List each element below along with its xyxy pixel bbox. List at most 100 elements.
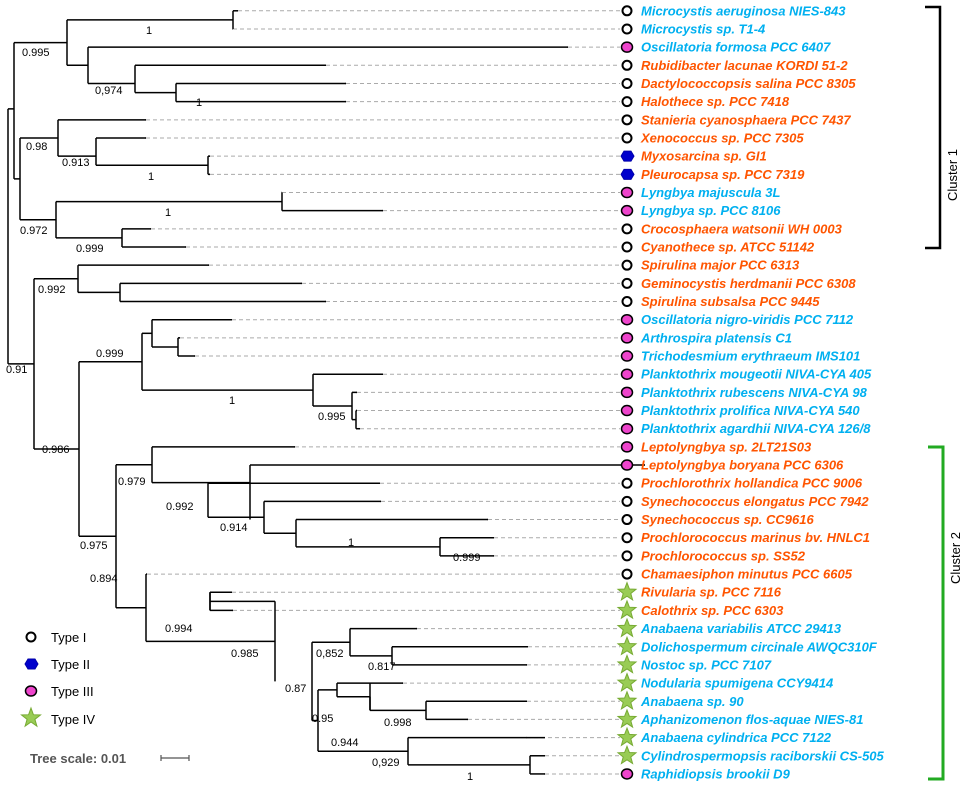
type-i-marker bbox=[621, 132, 633, 144]
taxon-label: Aphanizomenon flos-aquae NIES-81 bbox=[640, 712, 863, 727]
taxon-label: Planktothrix mougeotii NIVA-CYA 405 bbox=[641, 367, 872, 382]
type-iv-marker bbox=[616, 653, 638, 674]
type-iv-marker bbox=[616, 617, 638, 638]
support-values: 10.9950,97410.980.913110.9720.9990.9920.… bbox=[6, 25, 481, 783]
taxon-label: Dactylococcopsis salina PCC 8305 bbox=[641, 76, 856, 91]
type-iv-marker bbox=[616, 708, 638, 729]
support-value: 0.995 bbox=[22, 47, 50, 59]
legend-label-type-iii: Type III bbox=[51, 684, 94, 699]
type-iii-marker bbox=[620, 350, 634, 362]
taxon-label: Rivularia sp. PCC 7116 bbox=[641, 585, 782, 600]
taxon-label: Arthrospira platensis C1 bbox=[640, 330, 792, 345]
cluster-2-label: Cluster 2 bbox=[948, 532, 963, 584]
support-value: 0,974 bbox=[95, 85, 123, 97]
type-iii-marker bbox=[620, 422, 634, 435]
support-value: 0.98 bbox=[26, 141, 47, 153]
support-value: 1 bbox=[229, 395, 235, 407]
type-i-marker bbox=[621, 223, 633, 235]
taxon-label: Cyanothece sp. ATCC 51142 bbox=[641, 240, 815, 255]
taxon-label: Spirulina major PCC 6313 bbox=[641, 258, 800, 273]
support-value: 1 bbox=[146, 25, 152, 37]
type-iv-marker bbox=[616, 635, 638, 656]
tree-scale: Tree scale: 0.01 bbox=[30, 751, 190, 766]
cluster-1-label: Cluster 1 bbox=[945, 149, 960, 201]
taxon-label: Myxosarcina sp. GI1 bbox=[641, 149, 767, 164]
taxon-labels: Microcystis aeruginosa NIES-843Microcyst… bbox=[640, 3, 885, 781]
taxon-label: Crocosphaera watsonii WH 0003 bbox=[641, 221, 843, 236]
taxon-label: Microcystis sp. T1-4 bbox=[641, 21, 766, 36]
taxon-label: Anabaena sp. 90 bbox=[640, 694, 744, 709]
type-i-marker bbox=[621, 568, 633, 580]
type-i-marker bbox=[621, 77, 633, 89]
taxon-label: Anabaena variabilis ATCC 29413 bbox=[640, 621, 842, 636]
cluster-1-bracket: Cluster 1 bbox=[925, 5, 960, 250]
support-value: 1 bbox=[348, 537, 354, 549]
support-value: 0.999 bbox=[76, 243, 104, 255]
support-value: 0.986 bbox=[42, 444, 70, 456]
taxon-label: Stanieria cyanosphaera PCC 7437 bbox=[641, 112, 851, 127]
taxon-label: Lyngbya sp. PCC 8106 bbox=[641, 203, 781, 218]
support-value: 0.985 bbox=[231, 648, 259, 660]
type-iii-marker bbox=[620, 368, 634, 380]
tree-branches bbox=[7, 10, 645, 775]
taxon-label: Synechococcus elongatus PCC 7942 bbox=[641, 494, 869, 509]
type-i-legend-icon bbox=[25, 631, 37, 643]
type-iii-marker bbox=[620, 186, 634, 199]
type-i-marker bbox=[621, 532, 633, 544]
support-value: 1 bbox=[467, 771, 473, 783]
support-value: 1 bbox=[196, 97, 202, 109]
legend-label-type-i: Type I bbox=[51, 630, 86, 645]
taxon-label: Microcystis aeruginosa NIES-843 bbox=[641, 3, 846, 18]
type-iv-legend-icon bbox=[20, 706, 42, 728]
support-value: 0.894 bbox=[90, 573, 118, 585]
taxon-label: Lyngbya majuscula 3L bbox=[641, 185, 780, 200]
cluster-2-bracket: Cluster 2 bbox=[928, 445, 963, 781]
support-value: 0.95 bbox=[312, 713, 333, 725]
taxon-label: Chamaesiphon minutus PCC 6605 bbox=[641, 567, 853, 582]
type-iv-marker bbox=[616, 599, 638, 620]
support-value: 0.913 bbox=[62, 157, 90, 169]
type-iii-marker bbox=[620, 332, 634, 344]
legend-label-type-ii: Type II bbox=[51, 657, 90, 672]
taxon-label: Planktothrix agardhii NIVA-CYA 126/8 bbox=[641, 421, 871, 436]
taxon-label: Prochlorococcus marinus bv. HNLC1 bbox=[641, 530, 870, 545]
type-i-marker bbox=[621, 259, 633, 271]
support-value: 1 bbox=[148, 171, 154, 183]
type-iii-marker bbox=[620, 313, 634, 326]
taxon-label: Calothrix sp. PCC 6303 bbox=[641, 603, 784, 618]
type-iii-legend-icon bbox=[24, 685, 38, 697]
support-value: 0.992 bbox=[38, 284, 66, 296]
legend: Type I Type II Type III Type IV bbox=[20, 630, 95, 728]
taxon-label: Cylindrospermopsis raciborskii CS-505 bbox=[641, 748, 885, 763]
type-iii-marker bbox=[620, 204, 634, 217]
type-i-marker bbox=[621, 241, 633, 253]
type-i-marker bbox=[621, 23, 633, 35]
support-value: 0.91 bbox=[6, 364, 27, 376]
support-value: 0.979 bbox=[118, 476, 146, 488]
taxon-label: Leptolyngbya boryana PCC 6306 bbox=[641, 458, 844, 473]
support-value: 1 bbox=[165, 207, 171, 219]
taxon-label: Pleurocapsa sp. PCC 7319 bbox=[641, 167, 805, 182]
taxon-label: Geminocystis herdmanii PCC 6308 bbox=[641, 276, 856, 291]
taxon-label: Rubidibacter lacunae KORDI 51-2 bbox=[641, 58, 848, 73]
type-iv-marker bbox=[616, 744, 638, 765]
type-ii-marker bbox=[620, 168, 635, 180]
support-value: 0.914 bbox=[220, 522, 248, 534]
type-i-marker bbox=[621, 550, 633, 562]
taxon-label: Trichodesmium erythraeum IMS101 bbox=[641, 349, 860, 364]
type-iii-marker bbox=[620, 386, 634, 399]
type-ii-legend-icon bbox=[24, 658, 39, 670]
support-value: 0,929 bbox=[372, 757, 400, 769]
support-value: 0.944 bbox=[331, 737, 359, 749]
type-i-marker bbox=[621, 96, 633, 108]
type-iv-marker bbox=[616, 672, 638, 692]
type-iv-marker bbox=[616, 726, 638, 747]
type-iii-marker bbox=[620, 459, 634, 471]
type-iii-marker bbox=[620, 768, 634, 780]
type-i-marker bbox=[621, 277, 633, 289]
support-value: 0.975 bbox=[80, 540, 108, 552]
taxon-label: Oscillatoria nigro-viridis PCC 7112 bbox=[641, 312, 854, 327]
taxon-label: Nostoc sp. PCC 7107 bbox=[641, 657, 772, 672]
type-i-marker bbox=[621, 59, 633, 71]
